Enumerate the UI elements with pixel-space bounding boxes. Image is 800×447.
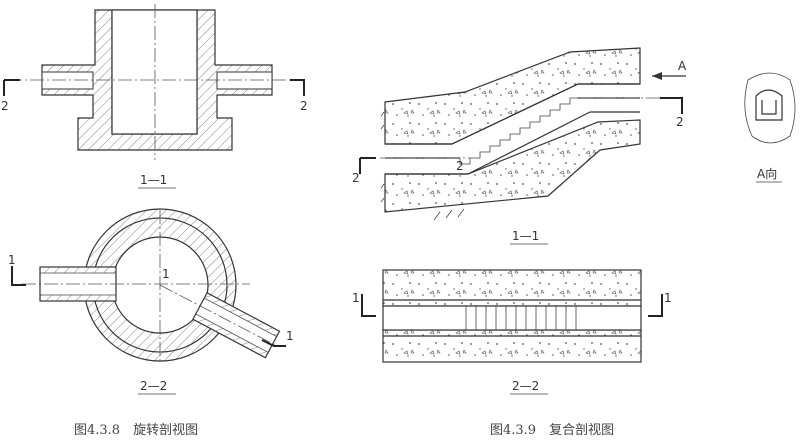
fig438-view-2-2: 1 1 1 2—2 bbox=[8, 208, 294, 395]
fig439-aux-view-label: A向 bbox=[757, 166, 777, 181]
fig439-cut2-right-label: 2 bbox=[676, 115, 684, 129]
fig438-caption: 图4.3.8 旋转剖视图 bbox=[74, 423, 198, 438]
fig439-caption: 图4.3.9 复合剖视图 bbox=[490, 423, 614, 438]
fig439-view-2-2-label: 2—2 bbox=[512, 379, 539, 393]
fig439-plan-stairs bbox=[465, 306, 577, 330]
fig439-stairs bbox=[459, 97, 578, 165]
fig438-cut2-right-label: 2 bbox=[300, 99, 308, 113]
fig438-bore bbox=[111, 9, 198, 135]
fig439-aux-view: A向 bbox=[744, 72, 796, 183]
fig439-cut1-right-label: 1 bbox=[664, 291, 672, 305]
fig438-left-pipe bbox=[41, 71, 94, 90]
fig439-view-1-1: A 2 2 2 1—1 bbox=[352, 47, 687, 245]
fig439-lower-concrete bbox=[384, 119, 641, 213]
fig438-cut1-right-label: 1 bbox=[286, 329, 294, 343]
fig439-aux-outline bbox=[744, 72, 796, 144]
fig439-arrow-label: A bbox=[678, 59, 687, 73]
fig439-cut2-left-label: 2 bbox=[352, 171, 360, 185]
fig438-cut2-left-label: 2 bbox=[1, 99, 9, 113]
fig438-view-1-1-label: 1—1 bbox=[140, 173, 167, 187]
fig439-cut1-left-label: 1 bbox=[352, 291, 360, 305]
fig439-cut2-mid-label: 2 bbox=[456, 159, 464, 173]
fig438-view-2-2-label: 2—2 bbox=[140, 379, 167, 393]
fig439-view-1-1-label: 1—1 bbox=[512, 229, 539, 243]
fig438-cut1-center-label: 1 bbox=[162, 267, 170, 281]
fig438-cut1-left-label: 1 bbox=[8, 253, 16, 267]
fig438-view-1-1: 2 2 1—1 bbox=[1, 4, 308, 189]
fig438-right-pipe bbox=[216, 71, 273, 90]
fig439-plan-lower-concrete bbox=[382, 329, 642, 363]
fig439-view-2-2: 1 1 2—2 bbox=[352, 269, 672, 395]
fig439-plan-channel bbox=[382, 305, 642, 331]
fig439-aux-channel bbox=[755, 89, 783, 121]
